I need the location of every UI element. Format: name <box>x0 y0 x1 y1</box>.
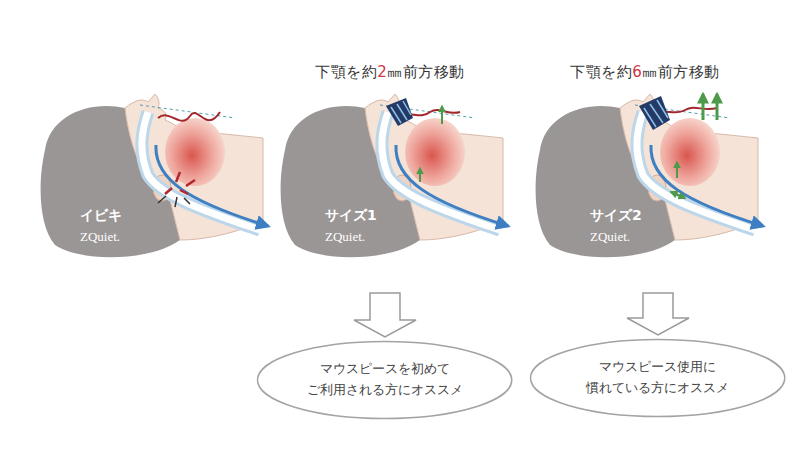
head-panel: 下顎を約2㎜前方移動サイズ1ZQuiet. <box>270 55 510 290</box>
heading-char: 下 <box>570 63 586 81</box>
recommendation-text: マウスピースを初めて ご利用される方にオススメ <box>302 359 468 401</box>
head-label: イビキ <box>80 207 122 225</box>
ellipse-outline <box>256 340 513 420</box>
heading-char: 下 <box>315 63 331 81</box>
heading-char: ㎜ <box>387 63 403 81</box>
panel-heading: 下顎を約2㎜前方移動 <box>315 63 465 82</box>
head-panel: イビキ ZQuiet. <box>30 90 265 290</box>
snoring-head <box>41 94 268 257</box>
heading-char: 方 <box>418 63 434 81</box>
size1-head <box>281 94 508 257</box>
heading-char: 約 <box>617 63 633 81</box>
heading-char: 前 <box>403 63 419 81</box>
heading-char: 6 <box>632 63 642 81</box>
heading-char: を <box>601 63 617 81</box>
heading-char: 顎 <box>331 63 347 81</box>
recommendation-ellipse: マウスピースを初めて ご利用される方にオススメ <box>256 340 513 420</box>
size-label: サイズ1 <box>325 207 377 225</box>
ellipse-outline <box>529 338 786 418</box>
heading-char: ㎜ <box>642 63 658 81</box>
heading-char: 約 <box>362 63 378 81</box>
heading-char: を <box>346 63 362 81</box>
brand-logo: ZQuiet. <box>80 229 120 245</box>
ellipse-shape <box>531 340 785 417</box>
heading-char: 顎 <box>586 63 602 81</box>
brand-logo: ZQuiet. <box>590 229 630 245</box>
heading-char: 動 <box>449 63 465 81</box>
panel-heading: 下顎を約6㎜前方移動 <box>570 63 720 82</box>
size2-head <box>536 94 763 257</box>
brand-logo: ZQuiet. <box>325 229 365 245</box>
heading-char: 2 <box>377 63 387 81</box>
recommendation-ellipse: マウスピース使用に 慣れている方にオススメ <box>529 338 786 418</box>
size-label: サイズ2 <box>590 207 642 225</box>
block-arrow <box>627 293 689 335</box>
ellipse-shape <box>258 342 512 419</box>
heading-char: 移 <box>689 63 705 81</box>
heading-char: 移 <box>434 63 450 81</box>
heading-char: 前 <box>658 63 674 81</box>
block-arrow <box>354 293 416 337</box>
heading-char: 動 <box>704 63 720 81</box>
heading-char: 方 <box>673 63 689 81</box>
recommendation-text: マウスピース使用に 慣れている方にオススメ <box>575 357 741 399</box>
head-panel: 下顎を約6㎜前方移動サイズ2ZQuiet. <box>525 55 765 290</box>
